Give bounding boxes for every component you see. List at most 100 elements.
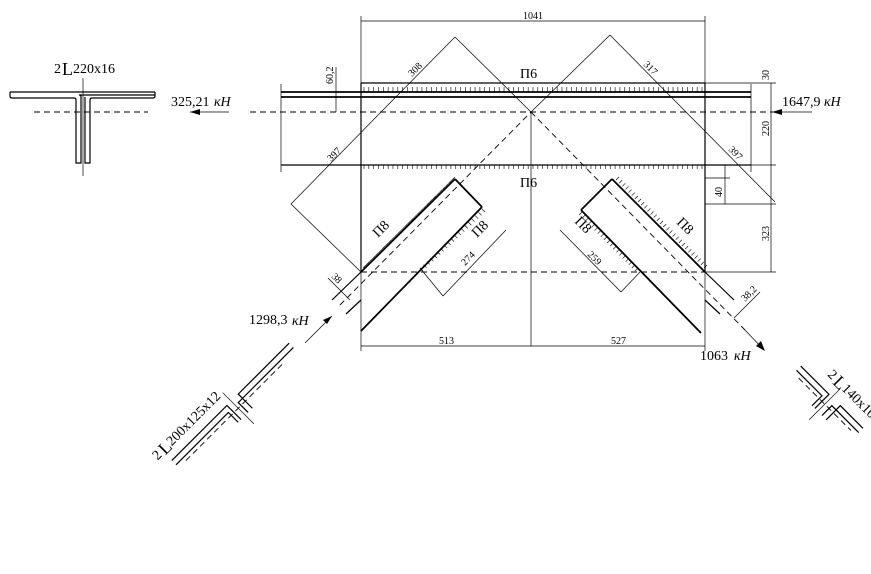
weld-tick bbox=[644, 205, 648, 209]
weld-tick bbox=[622, 183, 626, 187]
weld-tick bbox=[397, 230, 402, 234]
weld-tick bbox=[385, 242, 389, 247]
arrow-diag-left-icon bbox=[323, 316, 332, 324]
label-p6-top: П6 bbox=[520, 67, 537, 82]
section-bottom-left: 2 L 200х125х12 bbox=[150, 342, 294, 466]
dim-513: 513 bbox=[439, 336, 454, 347]
weld-tick bbox=[433, 254, 437, 259]
weld-tick bbox=[365, 261, 370, 266]
diagonal-left bbox=[331, 111, 532, 332]
weld-tick bbox=[597, 230, 601, 234]
section-bottom-right: 2 L 140х10 bbox=[796, 365, 871, 433]
section-size-tl: 220х16 bbox=[73, 62, 115, 77]
weld-tick bbox=[423, 264, 427, 268]
weld-tick bbox=[443, 244, 448, 249]
dim-38-2: 38,2 bbox=[739, 284, 759, 304]
weld-tick bbox=[391, 236, 395, 240]
weld-tick bbox=[432, 195, 437, 200]
section-size-br: 140х10 bbox=[838, 382, 871, 422]
arrow-right-icon bbox=[772, 109, 782, 115]
weld-tick bbox=[450, 238, 455, 242]
weld-tick bbox=[372, 255, 376, 259]
weld-tick bbox=[420, 208, 424, 212]
weld-tick bbox=[688, 249, 692, 253]
weld-tick bbox=[585, 218, 589, 222]
weld-tick bbox=[588, 221, 592, 225]
dim-30: 30 bbox=[761, 70, 772, 80]
dim-308: 308 bbox=[406, 61, 424, 79]
section-size-bl: 200х125х12 bbox=[164, 389, 224, 449]
weld-tick bbox=[445, 183, 449, 187]
weld-tick bbox=[656, 217, 661, 222]
weld-tick bbox=[426, 201, 430, 206]
weld-top bbox=[363, 87, 703, 92]
forces: 325,21 кН 1647,9 кН 1298,3 кН 1063 кН bbox=[171, 95, 842, 364]
weld-tick bbox=[659, 220, 664, 225]
weld-tick bbox=[634, 267, 639, 272]
weld-tick bbox=[439, 189, 443, 193]
weld-tick bbox=[625, 186, 629, 190]
weld-tick bbox=[594, 227, 598, 231]
weld-tick bbox=[675, 236, 679, 240]
weld-tick bbox=[637, 198, 642, 203]
weld-tick bbox=[429, 198, 433, 203]
dim-38: 38 bbox=[329, 271, 344, 286]
weld-tick bbox=[474, 215, 479, 219]
weld-tick bbox=[628, 261, 632, 265]
weld-tick bbox=[691, 252, 695, 256]
weld-tick bbox=[404, 223, 408, 228]
force-diag-left-value: 1298,3 bbox=[249, 313, 288, 328]
weld-tick bbox=[375, 252, 379, 256]
weld-tick bbox=[478, 212, 482, 216]
weld-tick bbox=[442, 186, 446, 190]
force-diag-right-unit: кН bbox=[734, 349, 752, 364]
section-prefix-tl: 2 bbox=[54, 62, 61, 77]
weld-tick bbox=[400, 227, 405, 231]
weld-tick bbox=[581, 214, 586, 219]
weld-tick bbox=[578, 211, 583, 216]
angle-glyph-tl: L bbox=[62, 59, 73, 79]
force-right-value: 1647,9 bbox=[782, 95, 821, 110]
weld-tick bbox=[616, 249, 620, 253]
weld-tick bbox=[430, 257, 434, 262]
weld-tick bbox=[615, 176, 620, 181]
weld-tick bbox=[653, 214, 657, 218]
force-left-unit: кН bbox=[214, 95, 232, 110]
weld-tick bbox=[591, 224, 595, 228]
weld-tick bbox=[703, 264, 708, 269]
dim-317: 317 bbox=[641, 59, 659, 77]
weld-tick bbox=[369, 258, 373, 262]
weld-tick bbox=[606, 239, 611, 244]
weld-tick bbox=[407, 220, 411, 225]
weld-tick bbox=[684, 245, 689, 250]
dim-220: 220 bbox=[761, 121, 772, 136]
weld-bottom bbox=[363, 165, 703, 169]
diagonal-left-axis bbox=[339, 111, 532, 306]
weld-tick bbox=[628, 189, 632, 193]
weld-tick bbox=[694, 255, 698, 259]
weld-tick bbox=[631, 192, 635, 196]
weld-tick bbox=[454, 235, 458, 239]
weld-tick bbox=[394, 233, 398, 237]
label-p8-right-1: П8 bbox=[571, 214, 594, 237]
dim-259: 259 bbox=[585, 249, 603, 267]
diagonal-right-axis bbox=[530, 111, 746, 331]
angle-left-shape bbox=[9, 91, 155, 164]
force-diag-left-unit: кН bbox=[292, 314, 310, 329]
force-left-value: 325,21 bbox=[171, 95, 210, 110]
dim-40: 40 bbox=[714, 187, 725, 197]
weld-tick bbox=[413, 214, 418, 218]
weld-tick bbox=[461, 228, 465, 232]
dim-323: 323 bbox=[761, 226, 772, 241]
weld-tick bbox=[481, 208, 486, 213]
label-p8-right-2: П8 bbox=[673, 215, 696, 238]
weld-tick bbox=[666, 227, 670, 231]
dim-60: 60,2 bbox=[325, 67, 336, 85]
weld-tick bbox=[603, 236, 608, 241]
weld-tick bbox=[468, 221, 472, 226]
dim-274: 274 bbox=[459, 250, 477, 268]
weld-tick bbox=[697, 258, 701, 262]
weld-tick bbox=[426, 261, 431, 265]
weld-tick bbox=[640, 201, 645, 206]
weld-tick bbox=[381, 245, 386, 250]
